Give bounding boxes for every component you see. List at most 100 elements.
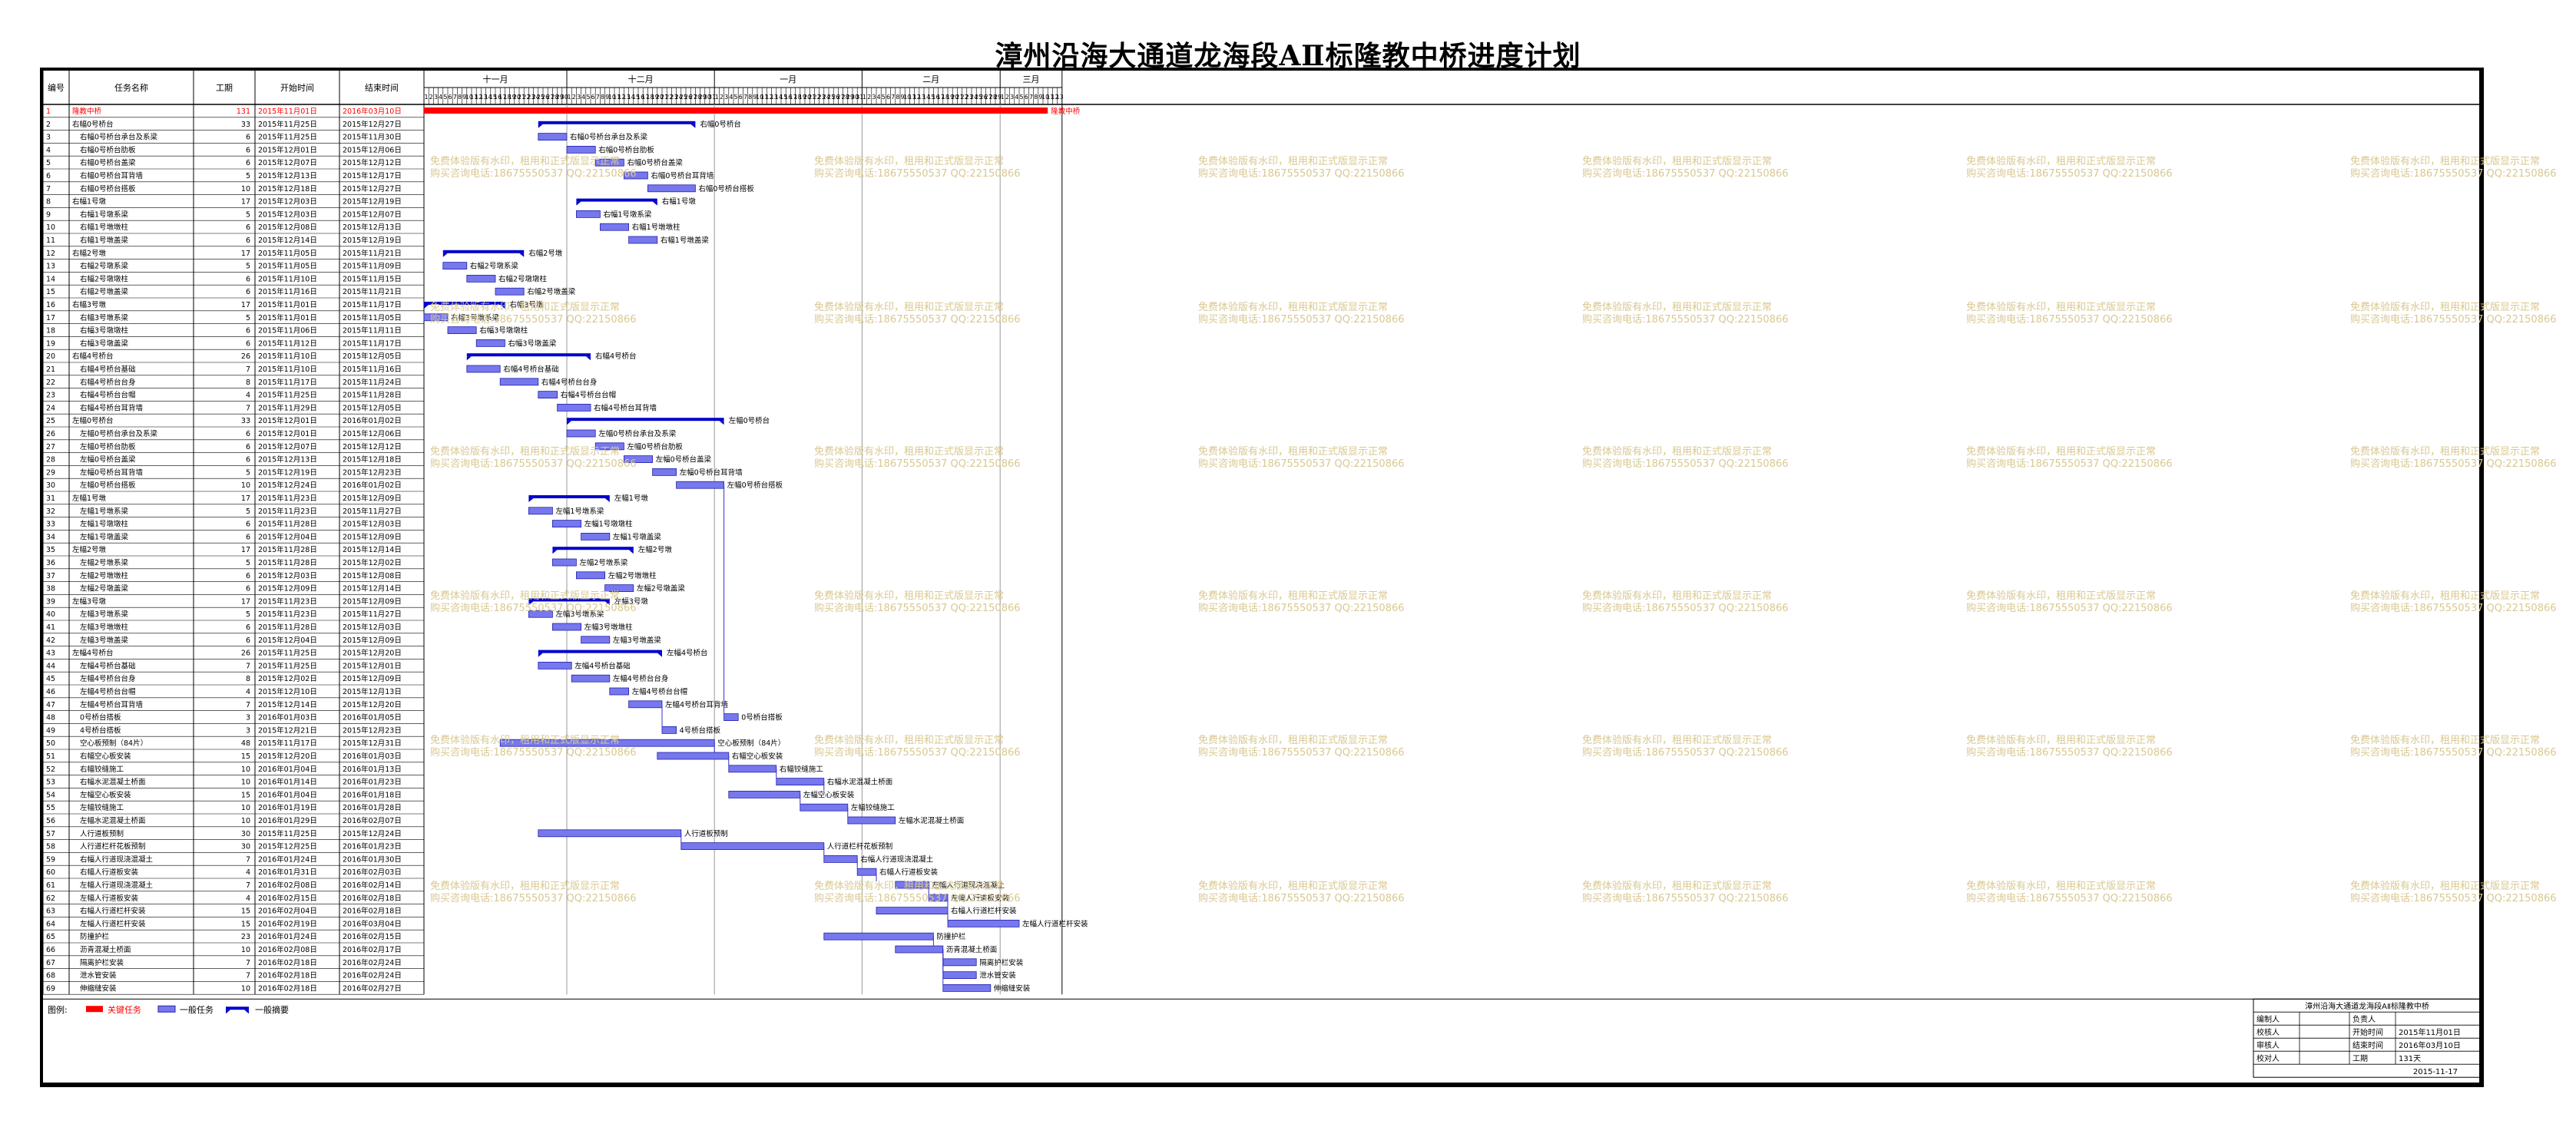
column-header-dur: 工期 [216, 83, 233, 93]
task-duration: 6 [246, 636, 250, 645]
task-duration: 5 [246, 468, 250, 477]
task-name: 左幅铰缝施工 [80, 803, 124, 812]
task-bar [581, 533, 611, 541]
day-label: 21 [808, 94, 816, 101]
task-start: 2015年11月28日 [258, 623, 317, 632]
day-label: 1 [1001, 94, 1005, 101]
watermark-line-1: 免费体验版有水印，租用和正式版显示正常 [2350, 734, 2540, 746]
day-label: 2 [867, 94, 871, 101]
task-bar [800, 803, 849, 812]
task-bar [495, 287, 525, 296]
task-bar [442, 262, 468, 270]
day-label: 8 [601, 94, 604, 101]
summary-bar [552, 547, 634, 550]
task-start: 2015年11月25日 [258, 661, 317, 670]
task-start: 2015年12月19日 [258, 468, 317, 477]
task-start: 2015年11月25日 [258, 133, 317, 142]
task-name: 右幅4号桥台耳背墙 [80, 403, 144, 412]
task-id: 49 [46, 726, 55, 735]
task-duration: 131 [237, 107, 250, 116]
task-start: 2015年12月21日 [258, 726, 317, 735]
day-label: 8 [1034, 94, 1038, 101]
task-name: 左幅0号桥台肋板 [80, 442, 136, 451]
watermark-line-1: 免费体验版有水印，租用和正式版显示正常 [430, 301, 620, 313]
task-duration: 17 [241, 494, 250, 503]
task-start: 2015年12月08日 [258, 223, 317, 232]
task-bar [661, 726, 677, 734]
task-bar [657, 752, 730, 760]
day-label: 29 [846, 94, 854, 101]
task-id: 1 [46, 107, 51, 116]
task-name: 左幅人行道板安装 [80, 894, 139, 903]
day-label: 26 [979, 94, 987, 101]
task-duration: 6 [246, 275, 250, 283]
task-end: 2015年12月02日 [343, 558, 402, 567]
summary-bar [424, 302, 505, 305]
task-end: 2015年12月06日 [343, 145, 402, 154]
watermark-line-1: 免费体验版有水印，租用和正式版显示正常 [1582, 590, 1772, 602]
task-start: 2016年01月04日 [258, 765, 317, 774]
task-duration: 6 [246, 623, 250, 632]
bar-label: 右幅0号桥台耳背墙 [651, 171, 714, 180]
task-start: 2015年11月25日 [258, 120, 317, 129]
task-id: 11 [46, 236, 55, 245]
task-start: 2015年12月18日 [258, 184, 317, 193]
task-id: 42 [46, 636, 55, 645]
task-end: 2016年01月05日 [343, 713, 402, 722]
bar-label: 左幅1号墩系梁 [555, 507, 604, 516]
day-label: 23 [818, 94, 826, 101]
task-id: 40 [46, 610, 55, 619]
day-label: 14 [627, 94, 635, 101]
day-label: 15 [632, 94, 640, 101]
day-label: 13 [479, 94, 487, 101]
watermark-line-2: 购买咨询电话:18675550537 QQ:22150866 [430, 892, 637, 904]
watermark-line-1: 免费体验版有水印，租用和正式版显示正常 [1582, 155, 1772, 167]
task-end: 2015年11月17日 [343, 300, 402, 309]
watermark-line-2: 购买咨询电话:18675550537 QQ:22150866 [1198, 313, 1405, 326]
task-name: 右幅1号墩墩柱 [80, 223, 129, 232]
task-id: 52 [46, 765, 55, 774]
task-end: 2015年12月12日 [343, 442, 402, 451]
task-name: 右幅人行道现浇混凝土 [80, 855, 154, 864]
summary-bar [538, 650, 662, 653]
task-id: 43 [46, 650, 55, 658]
bar-label: 空心板预制（84片） [717, 739, 785, 748]
day-label: 28 [694, 94, 701, 101]
task-name: 左幅4号桥台 [72, 649, 114, 658]
task-duration: 5 [246, 507, 250, 516]
task-name: 空心板预制（84片） [80, 739, 147, 748]
info-cell: 负责人 [2353, 1014, 2376, 1024]
watermark-line-2: 购买咨询电话:18675550537 QQ:22150866 [1966, 602, 2173, 614]
day-label: 19 [508, 94, 516, 101]
task-end: 2016年02月15日 [343, 932, 402, 941]
task-id: 3 [46, 134, 51, 142]
task-id: 50 [46, 739, 55, 748]
day-label: 20 [513, 94, 521, 101]
task-bar [594, 442, 624, 451]
info-date: 2015-11-17 [2413, 1068, 2458, 1076]
info-cell: 工期 [2353, 1054, 2368, 1063]
bar-label: 右幅0号桥台搭板 [698, 184, 754, 193]
task-name: 右幅3号墩 [72, 300, 107, 309]
watermark-line-1: 免费体验版有水印，租用和正式版显示正常 [1198, 445, 1388, 458]
task-end: 2016年02月27日 [343, 984, 402, 993]
task-bar [652, 468, 677, 476]
watermark-line-1: 免费体验版有水印，租用和正式版显示正常 [1582, 880, 1772, 892]
bar-label: 隔离护栏安装 [979, 958, 1024, 967]
watermark-line-2: 购买咨询电话:18675550537 QQ:22150866 [814, 892, 1021, 904]
bar-label: 右幅0号桥台 [700, 120, 741, 129]
task-id: 32 [46, 507, 55, 516]
summary-bar-caps [538, 653, 662, 657]
task-id: 51 [46, 752, 55, 761]
day-label: 18 [646, 94, 654, 101]
task-end: 2015年11月21日 [343, 249, 402, 258]
task-end: 2015年12月09日 [343, 494, 402, 503]
task-bar [594, 158, 624, 167]
task-end: 2016年01月18日 [343, 790, 402, 799]
task-duration: 10 [241, 984, 250, 993]
task-id: 37 [46, 572, 55, 580]
bar-label: 左幅2号墩系梁 [579, 558, 628, 567]
task-id: 25 [46, 417, 55, 425]
task-id: 56 [46, 817, 55, 825]
task-duration: 17 [241, 546, 250, 554]
